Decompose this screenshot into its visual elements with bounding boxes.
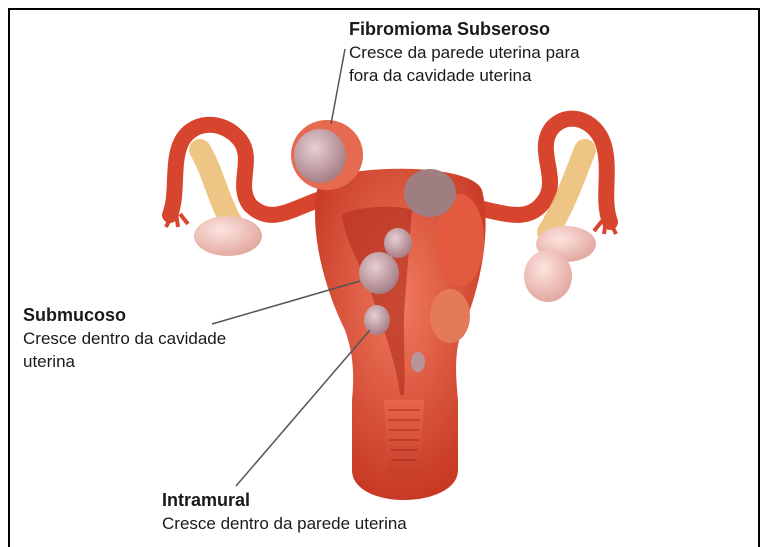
intramural-fibroid [364,305,390,335]
subserous-fibroid [294,129,346,183]
label-submucoso: Submucoso Cresce dentro da cavidade uter… [23,304,226,373]
leader-line-intramural [236,330,370,486]
cervix [384,400,424,478]
small-fibroid [384,228,412,258]
leader-line-subseroso [331,49,345,124]
label-subseroso: Fibromioma Subseroso Cresce da parede ut… [349,18,580,87]
label-intramural-desc: Cresce dentro da parede uterina [162,512,407,535]
label-intramural-title: Intramural [162,489,407,512]
left-ovary [194,216,262,256]
label-intramural: Intramural Cresce dentro da parede uteri… [162,489,407,535]
label-subseroso-desc: Cresce da parede uterina para fora da ca… [349,41,580,87]
pedunculated-fibroid [430,289,470,343]
right-ovary-cyst [524,250,572,302]
label-submucoso-title: Submucoso [23,304,226,327]
label-subseroso-title: Fibromioma Subseroso [349,18,580,41]
label-submucoso-desc: Cresce dentro da cavidade uterina [23,327,226,373]
fundal-fibroid [404,169,456,217]
tiny-fibroid [411,352,425,372]
right-fallopian-tube [478,119,616,234]
submucous-fibroid [359,252,399,294]
